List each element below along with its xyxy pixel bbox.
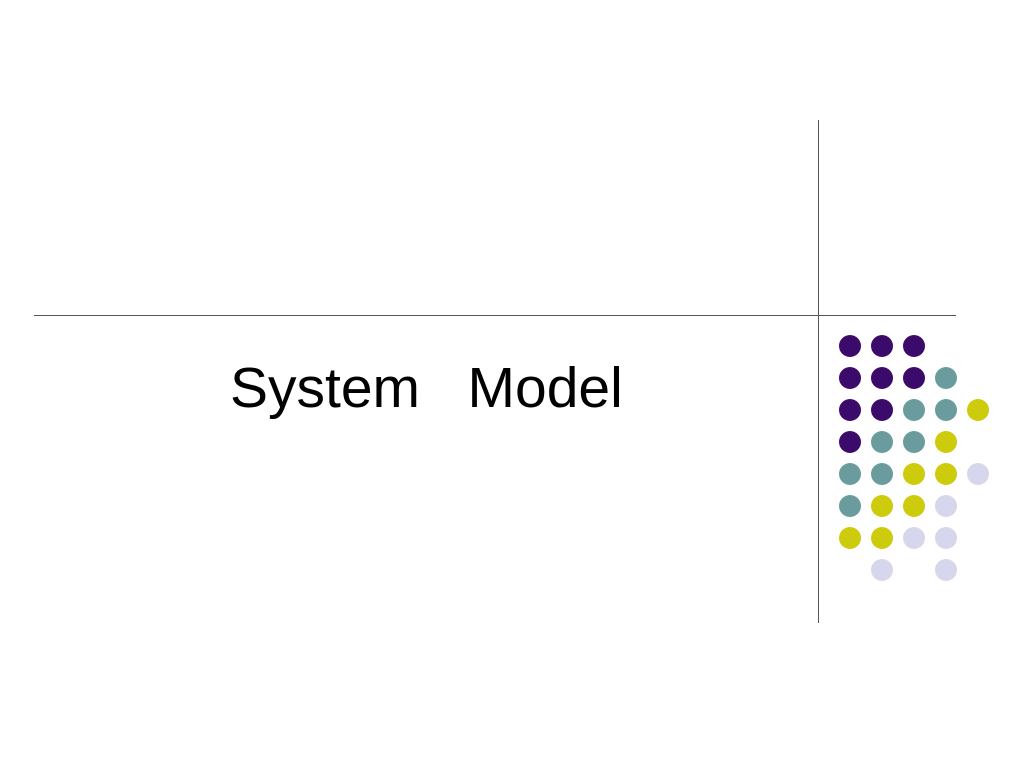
- dot-teal: [839, 495, 861, 517]
- dot-purple: [839, 431, 861, 453]
- dot-lavender: [935, 527, 957, 549]
- dot-teal: [935, 367, 957, 389]
- dot-lime: [839, 527, 861, 549]
- decorative-dot-grid: [839, 335, 999, 585]
- dot-purple: [871, 399, 893, 421]
- dot-lime: [935, 431, 957, 453]
- dot-teal: [871, 431, 893, 453]
- dot-lime: [871, 495, 893, 517]
- dot-lime: [903, 495, 925, 517]
- slide-title: System Model: [230, 356, 623, 420]
- dot-teal: [935, 399, 957, 421]
- dot-lime: [967, 399, 989, 421]
- dot-purple: [839, 335, 861, 357]
- dot-purple: [839, 367, 861, 389]
- dot-purple: [871, 335, 893, 357]
- horizontal-divider: [34, 315, 956, 316]
- dot-purple: [871, 367, 893, 389]
- dot-lime: [903, 463, 925, 485]
- dot-lavender: [967, 463, 989, 485]
- dot-lavender: [903, 527, 925, 549]
- dot-teal: [871, 463, 893, 485]
- dot-purple: [903, 367, 925, 389]
- dot-teal: [903, 399, 925, 421]
- dot-lavender: [871, 559, 893, 581]
- dot-lime: [935, 463, 957, 485]
- dot-lavender: [935, 495, 957, 517]
- dot-lavender: [935, 559, 957, 581]
- vertical-divider: [818, 120, 819, 623]
- dot-purple: [839, 399, 861, 421]
- dot-teal: [839, 463, 861, 485]
- dot-purple: [903, 335, 925, 357]
- dot-teal: [903, 431, 925, 453]
- dot-lime: [871, 527, 893, 549]
